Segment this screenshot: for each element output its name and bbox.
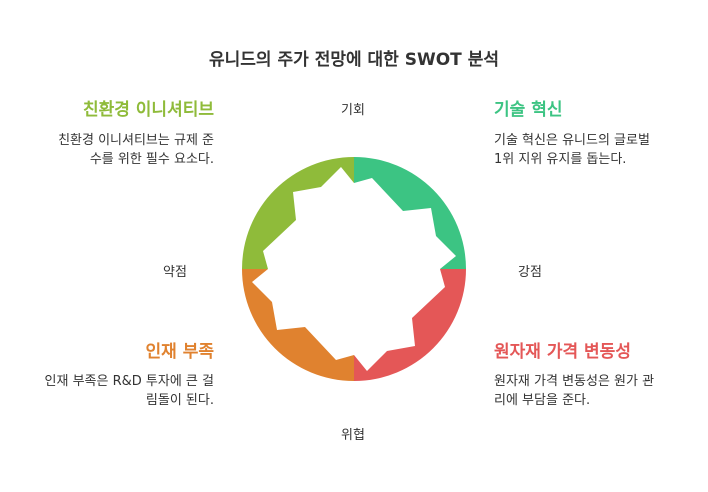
axis-label-opportunity: 기회 (341, 103, 365, 118)
quadrant-title-top-left: 친환경 이니셔티브 (82, 100, 214, 120)
quadrant-desc-bottom-left-line2: 림돌이 된다. (145, 393, 214, 408)
segment-bottom-right (354, 269, 466, 381)
quadrant-desc-bottom-right: 원자재 가격 변동성은 원가 관 리에 부담을 준다. (494, 372, 679, 410)
quadrant-title-bottom-right: 원자재 가격 변동성 (494, 342, 631, 362)
quadrant-desc-top-left-line2: 수를 위한 필수 요소다. (89, 152, 214, 167)
quadrant-desc-bottom-right-line2: 리에 부담을 준다. (494, 393, 591, 408)
axis-label-weakness: 약점 (163, 265, 187, 280)
quadrant-desc-top-left-line1: 친환경 이니셔티브는 규제 준 (58, 133, 214, 148)
quadrant-desc-bottom-right-line1: 원자재 가격 변동성은 원가 관 (494, 374, 655, 389)
segment-top-left (242, 157, 354, 269)
quadrant-desc-top-right-line1: 기술 혁신은 유니드의 글로벌 (494, 133, 650, 148)
quadrant-desc-bottom-left-line1: 인재 부족은 R&D 투자에 큰 걸 (44, 374, 214, 389)
diagram-title: 유니드의 주가 전망에 대한 SWOT 분석 (209, 50, 499, 70)
quadrant-desc-top-right-line2: 1위 지위 유지를 돕는다. (494, 152, 627, 167)
quadrant-desc-bottom-left: 인재 부족은 R&D 투자에 큰 걸 림돌이 된다. (29, 372, 214, 410)
axis-label-strength: 강점 (518, 265, 542, 280)
quadrant-title-bottom-left: 인재 부족 (145, 342, 214, 362)
quadrant-desc-top-right: 기술 혁신은 유니드의 글로벌 1위 지위 유지를 돕는다. (494, 131, 679, 169)
quadrant-title-top-right: 기술 혁신 (494, 100, 563, 120)
segment-bottom-left (242, 269, 354, 381)
segment-top-right (354, 157, 466, 269)
quadrant-desc-top-left: 친환경 이니셔티브는 규제 준 수를 위한 필수 요소다. (29, 131, 214, 169)
axis-label-threat: 위협 (341, 428, 365, 443)
